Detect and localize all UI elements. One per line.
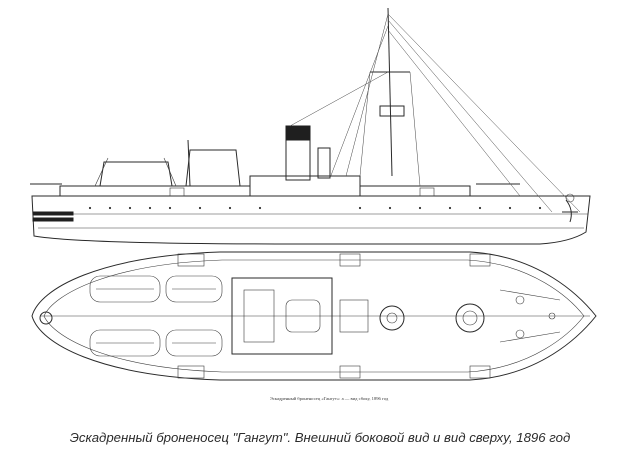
funnel-cap	[285, 125, 311, 141]
ship-drawing	[30, 7, 597, 381]
top-view	[31, 251, 597, 381]
central-citadel	[249, 175, 361, 196]
forecastle-fittings	[499, 289, 561, 343]
portholes	[88, 206, 542, 210]
deck-outline	[31, 251, 597, 381]
citadel-top	[231, 277, 333, 355]
fighting-top	[379, 105, 405, 117]
foremast-top	[379, 305, 405, 331]
figure-caption: Эскадренный броненосец "Гангут". Внешний…	[69, 430, 571, 445]
mainmast	[187, 139, 191, 187]
hull-outline	[31, 195, 591, 245]
stern-gun	[39, 311, 53, 325]
boat-center	[185, 149, 241, 187]
rigging	[289, 13, 581, 213]
main-turret	[455, 303, 485, 333]
boats-top	[89, 275, 223, 357]
bow-anchor	[562, 193, 578, 223]
sponsons	[177, 253, 491, 379]
plate-caption: Эскадренный броненосец «Гангут»: а — вид…	[269, 396, 389, 401]
foremast	[387, 7, 393, 177]
funnel-main	[285, 139, 311, 181]
aft-superstructure	[59, 185, 251, 196]
boat-left	[99, 161, 173, 187]
guns-side	[30, 183, 520, 197]
bow-ornament	[32, 211, 74, 222]
side-view	[30, 7, 591, 245]
funnel-top	[285, 299, 321, 333]
fore-superstructure	[360, 185, 471, 196]
funnel-second	[317, 147, 331, 179]
conning-tower	[339, 299, 369, 333]
